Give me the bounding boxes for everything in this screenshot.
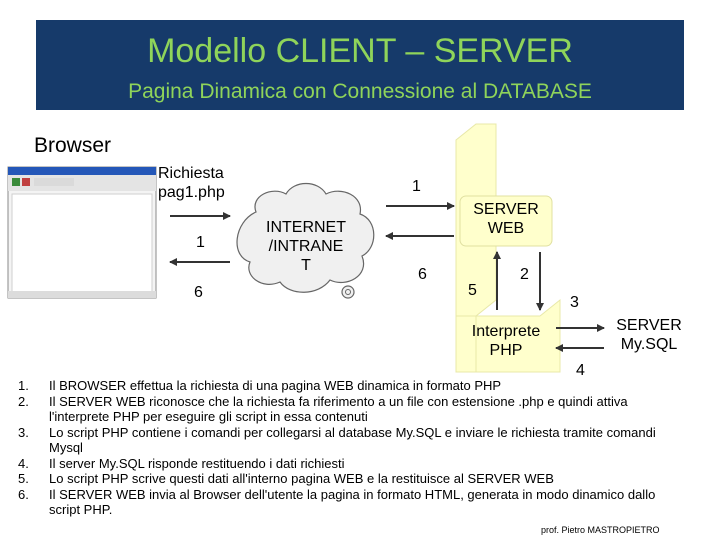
list-item: 4.Il server My.SQL risponde restituendo … — [18, 455, 345, 471]
step-1-internet-label: 1 — [412, 178, 421, 195]
internet-label: INTERNET /INTRANE T — [266, 219, 346, 274]
server-zone — [455, 123, 561, 373]
step-5-label: 5 — [468, 282, 477, 299]
step-6-internet-label: 6 — [418, 266, 427, 283]
server-web-box — [459, 195, 553, 247]
step-1-browser-label: 1 — [196, 234, 205, 251]
server-web-label: SERVER WEB — [473, 201, 539, 237]
list-item: 5.Lo script PHP scrive questi dati all'i… — [18, 471, 554, 486]
internet-cloud — [236, 182, 375, 299]
step-4-label: 4 — [576, 362, 585, 379]
list-item: 6.Il SERVER WEB invia al Browser dell'ut… — [18, 486, 656, 518]
step-6-browser-label: 6 — [194, 284, 203, 301]
list-item: 1.Il BROWSER effettua la richiesta di un… — [18, 378, 502, 393]
step-3-label: 3 — [570, 294, 579, 311]
slide-title: Modello CLIENT – SERVER — [147, 32, 573, 70]
step-2-label: 2 — [520, 266, 529, 283]
server-mysql-label: SERVER My.SQL — [616, 317, 682, 353]
list-item: 2.Il SERVER WEB riconosce che la richies… — [18, 393, 628, 425]
title-banner: Modello CLIENT – SERVER Pagina Dinamica … — [36, 20, 684, 110]
interprete-php-label: Interprete PHP — [471, 323, 541, 359]
slide-subtitle: Pagina Dinamica con Connessione al DATAB… — [128, 80, 592, 103]
request-label: Richiesta pag1.php — [158, 165, 225, 201]
steps-list: 1.Il BROWSER effettua la richiesta di un… — [18, 378, 688, 518]
browser-label: Browser — [34, 134, 112, 157]
list-item: 3.Lo script PHP contiene i comandi per c… — [18, 424, 656, 456]
author-credit: prof. Pietro MASTROPIETRO — [541, 525, 660, 535]
browser-window-thumbnail — [7, 166, 157, 299]
